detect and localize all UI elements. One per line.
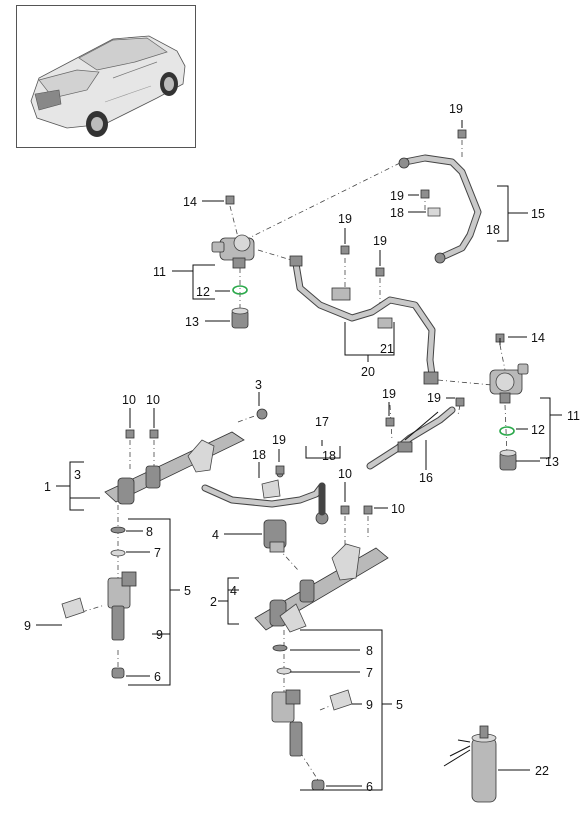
sealant-tube (443, 725, 497, 803)
seal-ring-upper (232, 285, 248, 295)
high-pressure-pump-lower (489, 363, 529, 404)
callout-13: 13 (185, 315, 199, 329)
callout-19: 19 (373, 234, 387, 248)
injector-right (271, 644, 353, 791)
callout-11: 11 (567, 409, 580, 423)
callout-18: 18 (390, 206, 404, 220)
callout-10: 10 (338, 467, 352, 481)
vehicle-thumbnail (16, 5, 196, 148)
callout-12: 12 (531, 423, 545, 437)
callout-14: 14 (183, 195, 197, 209)
callout-22: 22 (535, 764, 549, 778)
injector-left (61, 526, 137, 679)
callout-13: 13 (545, 455, 559, 469)
callout-19: 19 (449, 102, 463, 116)
callout-5: 5 (396, 698, 403, 712)
callout-19: 19 (338, 212, 352, 226)
callout-1: 1 (44, 480, 51, 494)
callout-19: 19 (272, 433, 286, 447)
pressure-sensor (263, 519, 287, 553)
callout-15: 15 (531, 207, 545, 221)
callout-9: 9 (366, 698, 373, 712)
fuel-rail-right (254, 543, 389, 633)
callout-9: 9 (24, 619, 31, 633)
callout-10: 10 (122, 393, 136, 407)
callout-7: 7 (366, 666, 373, 680)
callout-6: 6 (366, 780, 373, 794)
callout-3: 3 (255, 378, 262, 392)
callout-18: 18 (486, 223, 500, 237)
callout-2: 2 (210, 595, 217, 609)
assembly-lines (81, 140, 508, 781)
fuel-line-cross (201, 482, 329, 525)
fuel-line-right (366, 406, 456, 470)
callout-11: 11 (153, 265, 166, 279)
callout-8: 8 (366, 644, 373, 658)
callout-6: 6 (154, 670, 161, 684)
callout-9: 9 (156, 628, 163, 642)
callout-16: 16 (419, 471, 433, 485)
fuel-line-center (289, 255, 439, 385)
clip-bracket (261, 470, 284, 499)
callout-8: 8 (146, 525, 153, 539)
callout-21: 21 (380, 342, 394, 356)
callout-18: 18 (252, 448, 266, 462)
leader-lines (36, 120, 562, 791)
callout-3: 3 (74, 468, 81, 482)
pump-tappet-lower (499, 449, 517, 471)
callout-19: 19 (390, 189, 404, 203)
callout-19: 19 (427, 391, 441, 405)
callout-4: 4 (212, 528, 219, 542)
high-pressure-pump-upper (211, 234, 255, 269)
callout-12: 12 (196, 285, 210, 299)
callout-19: 19 (382, 387, 396, 401)
callout-labels: 19 14 19 18 15 18 19 19 11 12 13 21 20 1… (24, 102, 580, 794)
callout-20: 20 (361, 365, 375, 379)
callout-14: 14 (531, 331, 545, 345)
callout-7: 7 (154, 546, 161, 560)
callout-4: 4 (230, 584, 237, 598)
seal-ring-lower (499, 426, 515, 436)
car-icon (30, 35, 186, 137)
fuel-rail-left (104, 408, 268, 505)
pump-tappet-upper (231, 307, 249, 329)
callout-10: 10 (391, 502, 405, 516)
upper-fuel-line (398, 154, 482, 264)
callout-17: 17 (315, 415, 329, 429)
callout-10: 10 (146, 393, 160, 407)
callout-5: 5 (184, 584, 191, 598)
callout-18: 18 (322, 449, 336, 463)
